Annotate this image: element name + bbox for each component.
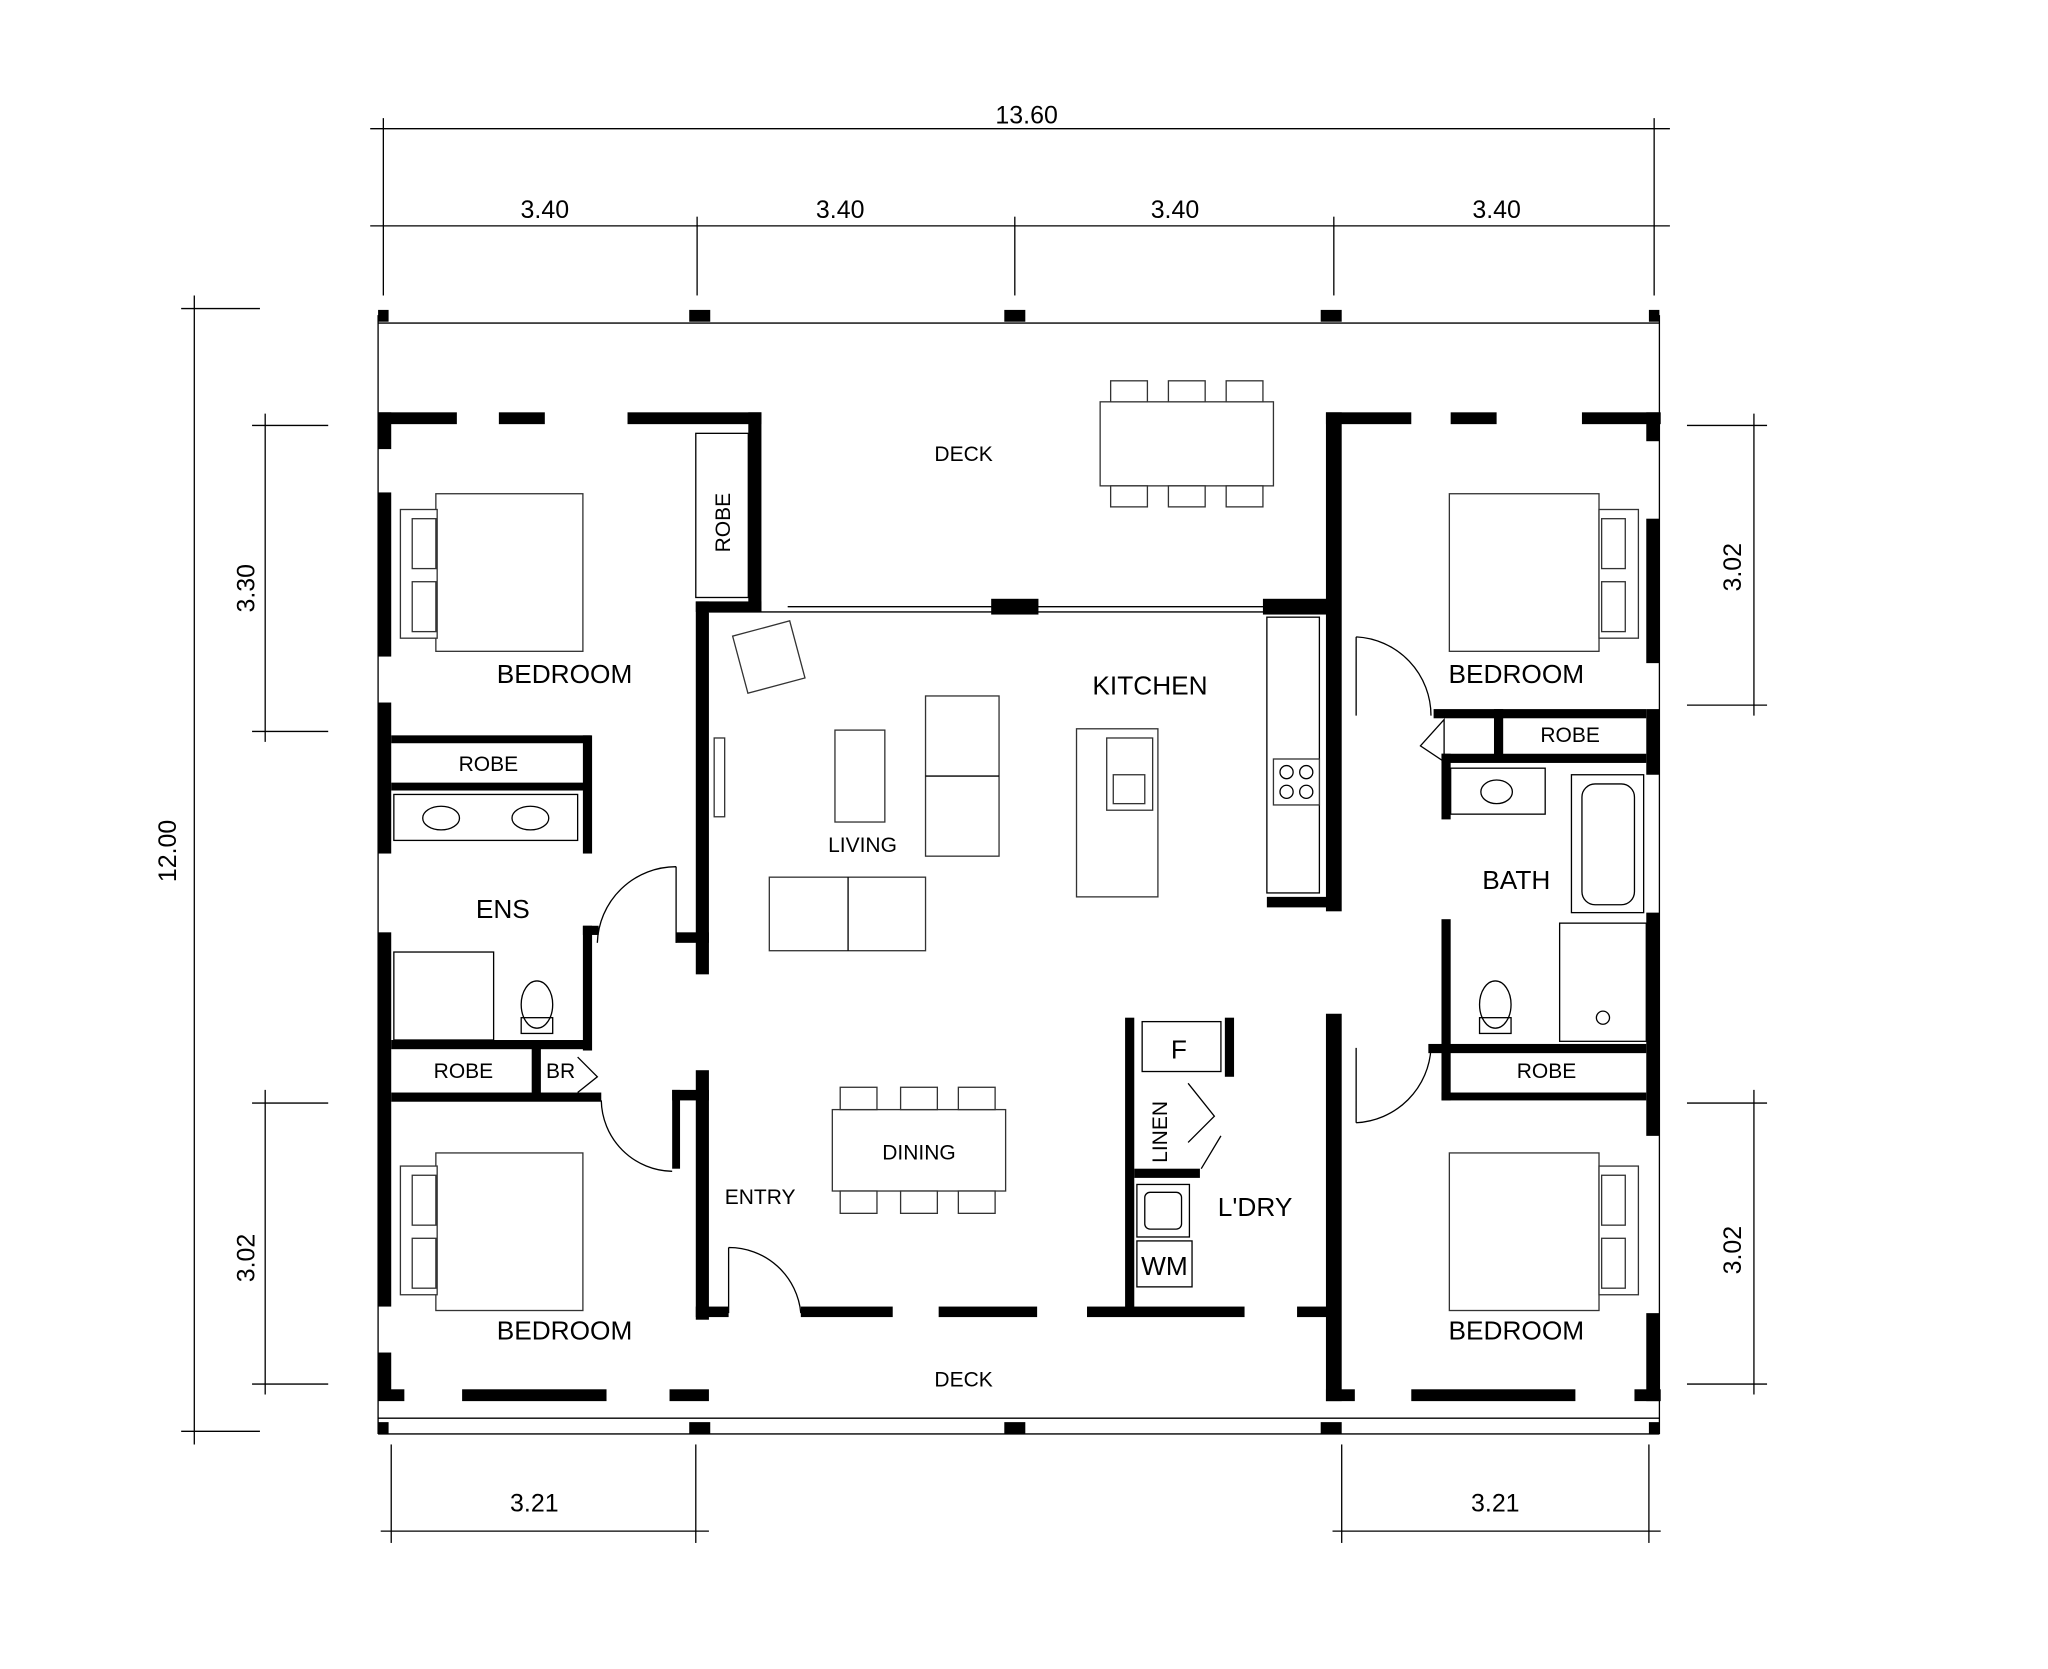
furniture <box>399 380 1640 1312</box>
dim-overall-depth: 12.00 <box>154 820 182 882</box>
dim-bottom-left: 3.21 <box>510 1489 559 1517</box>
label-entry: ENTRY <box>725 1186 796 1209</box>
label-robe-bl: ROBE <box>434 1060 494 1083</box>
dim-bay-4: 3.40 <box>1472 196 1521 224</box>
dim-overall-width: 13.60 <box>995 101 1057 129</box>
armchair <box>731 620 806 695</box>
label-fridge: F <box>1171 1034 1187 1064</box>
label-bedroom-tl: BEDROOM <box>497 659 633 689</box>
label-linen: LINEN <box>1149 1101 1172 1163</box>
label-living: LIVING <box>828 834 897 857</box>
label-wm: WM <box>1141 1251 1188 1281</box>
deck-outline <box>377 309 1661 1435</box>
bed-bl <box>399 1152 584 1312</box>
deck-table <box>1099 380 1275 508</box>
fixtures <box>393 432 1647 1314</box>
bed-tl <box>399 493 584 652</box>
dimension-lines <box>181 118 1768 1543</box>
dim-left-top: 3.30 <box>233 564 261 613</box>
dim-right-bottom: 3.02 <box>1719 1226 1747 1275</box>
label-laundry: L'DRY <box>1218 1192 1293 1222</box>
label-bath: BATH <box>1482 865 1550 895</box>
label-br: BR <box>546 1060 575 1083</box>
dim-bottom-right: 3.21 <box>1471 1489 1520 1517</box>
label-dining: DINING <box>882 1141 955 1164</box>
label-bedroom-br: BEDROOM <box>1448 1315 1584 1345</box>
label-bedroom-bl: BEDROOM <box>497 1315 633 1345</box>
label-robe-tr: ROBE <box>1540 724 1600 747</box>
label-deck-top: DECK <box>934 443 992 466</box>
bed-br <box>1448 1152 1640 1312</box>
dim-bay-2: 3.40 <box>816 196 865 224</box>
label-bedroom-tr: BEDROOM <box>1448 659 1584 689</box>
label-kitchen: KITCHEN <box>1092 671 1207 701</box>
label-deck-bottom: DECK <box>934 1369 992 1392</box>
room-labels: DECK DECK BEDROOM BEDROOM BEDROOM BEDROO… <box>434 443 1600 1392</box>
bed-tr <box>1448 493 1640 652</box>
label-robe-tl: ROBE <box>459 753 519 776</box>
tv-unit <box>713 737 726 818</box>
dim-right-top: 3.02 <box>1719 543 1747 592</box>
dim-bay-1: 3.40 <box>521 196 570 224</box>
dining-table <box>831 1086 1007 1214</box>
dim-left-bottom: 3.02 <box>233 1234 261 1283</box>
label-robe-br: ROBE <box>1517 1060 1577 1083</box>
label-ens: ENS <box>476 894 530 924</box>
label-robe-tl-vertical: ROBE <box>712 493 735 553</box>
coffee-table <box>834 729 886 823</box>
dim-bay-3: 3.40 <box>1151 196 1200 224</box>
walls <box>378 412 1661 1402</box>
